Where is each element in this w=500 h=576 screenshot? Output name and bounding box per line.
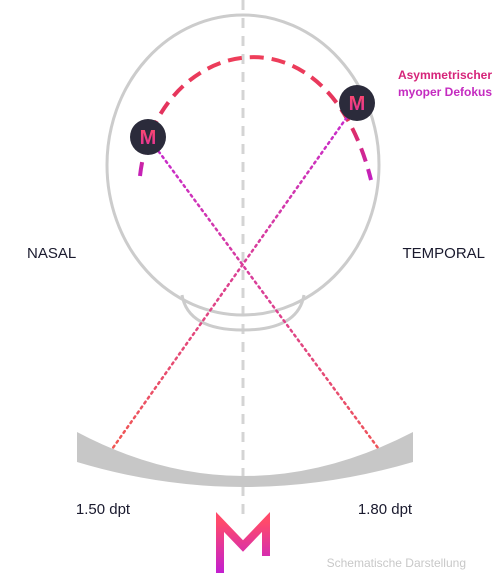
cornea-bulge — [180, 294, 306, 332]
focal-marker-left-label: M — [140, 127, 157, 149]
temporal-label: TEMPORAL — [402, 245, 485, 262]
ray-right — [108, 101, 359, 454]
right-power-label: 1.80 dpt — [358, 501, 413, 518]
m-logo-icon — [216, 512, 270, 573]
nasal-label: NASAL — [27, 245, 76, 262]
eye-outline — [105, 13, 381, 317]
focal-marker-right-label: M — [349, 93, 366, 115]
spectacle-lens — [77, 432, 413, 487]
focal-marker-left: M — [130, 119, 166, 155]
defocus-arc — [138, 55, 373, 181]
left-power-label: 1.50 dpt — [76, 501, 131, 518]
eye-globe — [105, 13, 381, 332]
caption: Schematische Darstellung — [327, 556, 466, 570]
ray-left — [146, 135, 383, 454]
defocus-annotation-line1: Asymmetrischer — [398, 68, 492, 82]
defocus-annotation-line2: myoper Defokus — [398, 85, 492, 99]
focal-marker-right: M — [339, 85, 375, 121]
